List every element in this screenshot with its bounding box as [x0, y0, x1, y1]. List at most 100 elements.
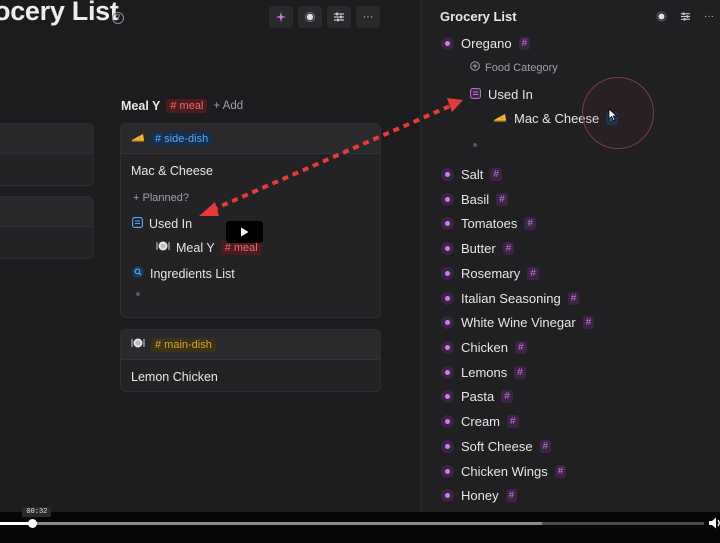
list-item[interactable]: Lemons #	[441, 365, 526, 380]
list-item[interactable]: White Wine Vinegar#	[441, 315, 595, 330]
progress-handle[interactable]	[28, 519, 38, 528]
list-item[interactable]: Rosemary #	[441, 266, 539, 281]
hash-tag[interactable]: #	[501, 390, 513, 403]
hash-tag[interactable]: #	[496, 193, 508, 206]
hash-tag[interactable]: #	[527, 267, 539, 280]
bullet-icon	[441, 292, 454, 305]
sliders-icon[interactable]	[327, 6, 351, 28]
circle-icon[interactable]	[298, 6, 322, 28]
planned-field[interactable]: + Planned?	[133, 192, 189, 204]
hash-tag[interactable]: #	[582, 316, 595, 329]
search-icon	[132, 266, 144, 281]
used-in-label: Used In	[488, 87, 533, 102]
bullet-icon	[441, 267, 454, 280]
item-label: Butter	[461, 241, 496, 256]
card-lemon-chicken[interactable]: # main-dish Lemon Chicken	[120, 329, 381, 392]
hash-tag[interactable]: #	[507, 415, 519, 428]
item-label: Lemons	[461, 365, 508, 380]
used-in-item-label: Mac & Cheese	[514, 111, 600, 126]
buffered-bar	[0, 522, 543, 525]
list-item[interactable]: Cream#	[441, 414, 519, 429]
page-title: ocery List	[0, 0, 119, 26]
time-tooltip: 00:32	[22, 507, 52, 517]
hash-tag[interactable]: #	[505, 489, 518, 502]
empty-bullet[interactable]	[136, 292, 140, 296]
sparkle-icon[interactable]	[269, 6, 293, 28]
main-dish-tag[interactable]: # main-dish	[151, 337, 216, 352]
used-in-field[interactable]: Used In	[132, 217, 380, 231]
bullet-icon	[441, 465, 454, 478]
item-label: Rosemary	[461, 266, 521, 281]
bullet-icon	[441, 390, 454, 403]
ingredients-field[interactable]: Ingredients List	[132, 266, 380, 281]
side-dish-tag[interactable]: # side-dish	[151, 131, 213, 146]
list-item[interactable]: Basil #	[441, 192, 508, 207]
used-in-label: Used In	[149, 217, 193, 231]
add-button[interactable]: + Add	[213, 100, 244, 112]
bullet-icon	[441, 316, 454, 329]
hash-tag[interactable]: #	[539, 440, 552, 453]
hash-tag[interactable]: #	[490, 168, 502, 181]
column-title: Meal Y	[121, 99, 161, 113]
played-bar	[0, 522, 33, 525]
list-icon	[132, 217, 143, 231]
bullet-icon	[441, 168, 454, 181]
list-item[interactable]: Chicken Wings#	[441, 464, 567, 479]
cursor-icon	[608, 108, 618, 127]
bullet-icon	[441, 242, 454, 255]
circle-icon[interactable]	[651, 7, 671, 25]
bullet-icon	[441, 366, 454, 379]
volume-icon[interactable]	[708, 516, 720, 535]
bullet-icon	[441, 37, 454, 50]
item-label: Chicken	[461, 340, 508, 355]
used-in-item-label: Meal Y	[176, 240, 215, 255]
used-in-item[interactable]: Meal Y # meal	[156, 240, 380, 255]
more-icon[interactable]: ···	[704, 10, 714, 22]
bullet-icon	[441, 489, 454, 502]
list-item[interactable]: Chicken #	[441, 340, 527, 355]
board-area: ocery List ? ··· Meal Y # meal + Add # s…	[0, 0, 381, 392]
bullet-icon	[441, 217, 454, 230]
hash-tag[interactable]: #	[524, 217, 536, 230]
hash-tag[interactable]: #	[567, 292, 580, 305]
bullet-icon	[441, 440, 454, 453]
bullet-icon	[441, 341, 454, 354]
partial-card[interactable]	[0, 123, 94, 186]
list-item[interactable]: Tomatoes #	[441, 216, 536, 231]
panel-title: Grocery List	[440, 9, 517, 24]
meal-tag[interactable]: # meal	[166, 99, 208, 113]
hash-tag[interactable]: #	[514, 341, 527, 354]
more-icon[interactable]: ···	[356, 6, 380, 28]
annotation-arrow	[199, 98, 463, 216]
ingredients-label: Ingredients List	[150, 266, 235, 281]
empty-bullet[interactable]	[473, 143, 477, 147]
cheese-icon	[493, 111, 507, 126]
column-header: Meal Y # meal + Add	[121, 99, 243, 113]
partial-card[interactable]	[0, 196, 94, 259]
help-icon[interactable]: ?	[112, 12, 124, 24]
item-label: Tomatoes	[461, 216, 518, 231]
item-label: Basil	[461, 192, 490, 207]
list-item[interactable]: Honey #	[441, 488, 518, 503]
hash-tag[interactable]: #	[518, 37, 531, 50]
hash-tag[interactable]: #	[514, 366, 526, 379]
list-item-oregano[interactable]: Oregano #	[441, 36, 531, 51]
list-item[interactable]: Butter #	[441, 241, 515, 256]
used-in-field[interactable]: Used In	[470, 87, 533, 102]
video-controls: 00:32	[0, 507, 720, 543]
meal-tag[interactable]: # meal	[220, 240, 262, 255]
hash-tag[interactable]: #	[554, 465, 567, 478]
list-item[interactable]: Salt #	[441, 167, 502, 182]
play-icon[interactable]	[226, 221, 263, 243]
sliders-icon[interactable]	[675, 7, 695, 25]
item-label: Salt	[461, 167, 484, 182]
list-item[interactable]: Soft Cheese#	[441, 439, 552, 454]
hash-tag[interactable]: #	[502, 242, 515, 255]
item-label: Honey	[461, 488, 499, 503]
card-title[interactable]: Mac & Cheese	[131, 164, 213, 178]
card-title[interactable]: Lemon Chicken	[131, 370, 218, 384]
food-category-field[interactable]: Food Category	[470, 61, 558, 74]
list-item[interactable]: Pasta#	[441, 389, 513, 404]
item-label: Oregano	[461, 36, 512, 51]
list-item[interactable]: Italian Seasoning#	[441, 291, 580, 306]
